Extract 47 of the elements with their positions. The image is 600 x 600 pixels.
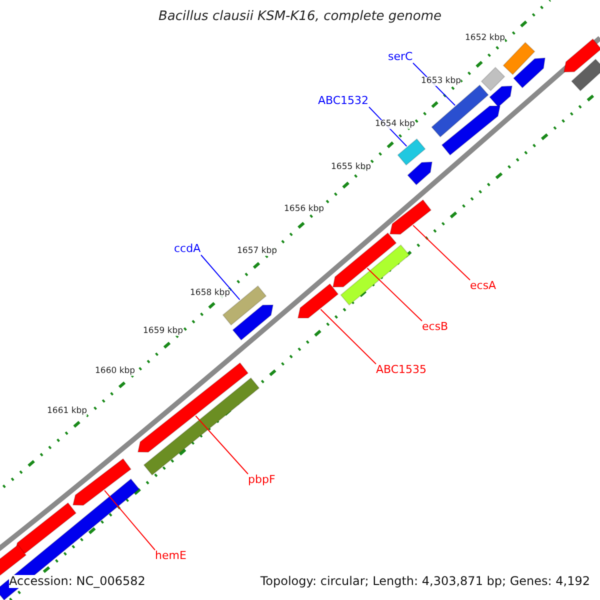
gene-feature <box>332 232 397 288</box>
scale-label: 1659 kbp <box>143 327 184 336</box>
scale-label: 1655 kbp <box>331 163 372 172</box>
gene-feature <box>297 283 339 318</box>
accession-text: Accession: NC_006582 <box>9 575 146 588</box>
leader-line <box>366 268 422 322</box>
gene-feature <box>563 38 600 73</box>
gene-feature <box>489 85 513 108</box>
leader-line <box>412 224 470 280</box>
gene-feature <box>14 502 77 554</box>
gene-label: serC <box>388 51 413 64</box>
gene-feature <box>232 304 274 341</box>
gene-bar <box>143 377 260 476</box>
gene-bar <box>502 42 536 76</box>
title: Bacillus clausii KSM-K16, complete genome <box>157 10 443 24</box>
gene-feature <box>441 106 501 156</box>
gene-label: ecsA <box>470 280 496 292</box>
leader-line <box>320 308 376 364</box>
gene-bar <box>431 84 489 138</box>
gene-label: pbpF <box>248 474 276 486</box>
genome-stats-text: Topology: circular; Length: 4,303,871 bp; Genes: 4,192 <box>260 575 590 588</box>
scale-label: 1652 kbp <box>465 34 506 44</box>
scale-label: 1660 kbp <box>95 367 136 376</box>
gene-bar <box>340 244 410 306</box>
gene-label: ABC1535 <box>376 364 427 376</box>
gene-label: ecsB <box>422 321 448 334</box>
scale-label: 1656 kbp <box>284 205 324 214</box>
gene-feature <box>512 57 546 88</box>
gene-label: ccdA <box>174 243 201 256</box>
gene-bar <box>480 66 506 92</box>
scale-label: 1657 kbp <box>237 247 278 256</box>
gene-bar <box>0 544 27 577</box>
scale-label: 1653 kbp <box>421 77 462 86</box>
scale-label: 1654 kbp <box>375 120 416 130</box>
leader-line <box>200 254 240 300</box>
gene-feature <box>137 362 249 453</box>
gene-feature <box>389 199 432 235</box>
scale-label: 1658 kbp <box>190 289 230 298</box>
gene-feature <box>407 161 433 186</box>
leader-line <box>195 415 248 474</box>
gene-bar <box>397 138 426 166</box>
scale-label: 1661 kbp <box>47 407 88 416</box>
gene-label: hemE <box>155 550 186 562</box>
gene-bar <box>570 58 600 92</box>
leader-line <box>104 490 156 550</box>
gene-feature <box>72 458 132 506</box>
gene-label: ABC1532 <box>318 95 369 108</box>
